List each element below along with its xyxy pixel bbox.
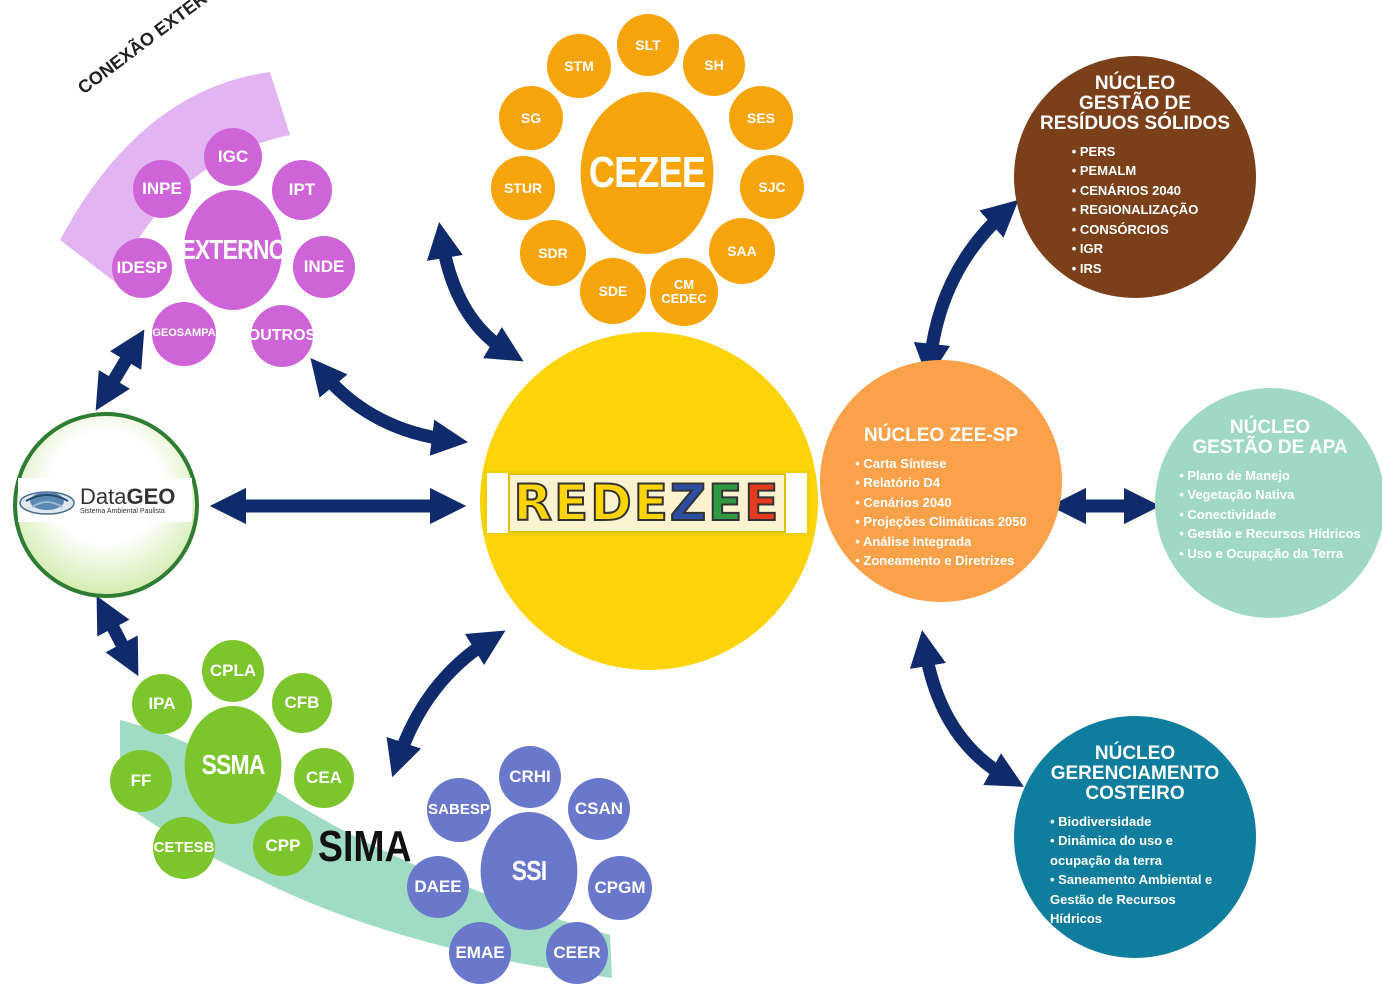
arrow-zee-costeiro (909, 630, 1024, 787)
cezee-sg[interactable]: SG (499, 86, 563, 150)
nucleo-residuos-item: CONSÓRCIOS (1072, 220, 1199, 240)
nucleo-apa-title: NÚCLEO GESTÃO DE APA (1192, 417, 1348, 458)
ssi-sabesp[interactable]: SABESP (427, 778, 491, 842)
cezee-slt[interactable]: SLT (617, 14, 679, 76)
redezee-logo-letter: E (743, 474, 781, 532)
datageo-subtitle: Sistema Ambiental Paulista (80, 507, 165, 515)
nucleo-costeiro-item: Saneamento Ambiental e Gestão de Recurso… (1050, 870, 1220, 929)
cezee-sdr[interactable]: SDR (520, 220, 586, 286)
nucleo-zee-item: Relatório D4 (855, 473, 1027, 493)
nucleo-zee-item: Cenários 2040 (855, 493, 1027, 513)
nucleo-residuos-item: REGIONALIZAÇÃO (1072, 200, 1198, 220)
cezee-cm-cedec[interactable]: CM CEDEC (650, 258, 718, 326)
nucleo-costeiro[interactable]: NÚCLEO GERENCIAMENTO COSTEIRO Biodiversi… (1014, 716, 1256, 958)
nucleo-zee-item: Zoneamento e Diretrizes (855, 551, 1027, 571)
nucleo-costeiro-title: NÚCLEO GERENCIAMENTO COSTEIRO (1050, 743, 1220, 804)
datageo-logo: DataGEO Sistema Ambiental Paulista (18, 478, 192, 522)
ssma-ipa[interactable]: IPA (132, 674, 192, 734)
connector-arrows (95, 199, 1161, 787)
nucleo-apa-item: Vegetação Nativa (1179, 485, 1361, 505)
externo-outros[interactable]: OUTROS (248, 305, 316, 367)
redezee-logo-letter: E (707, 474, 745, 532)
nucleo-residuos-item: CENÁRIOS 2040 (1072, 181, 1199, 201)
ssma-cpp[interactable]: CPP (253, 816, 313, 876)
nucleo-residuos-item: IGR (1072, 239, 1199, 259)
nucleo-apa-item: Uso e Ocupação da Terra (1179, 544, 1361, 564)
arrow-cezee-redezee (426, 222, 524, 362)
arrow-datageo-externo (95, 329, 145, 411)
datageo-name-bold: GEO (126, 483, 176, 509)
ssi-ceer[interactable]: CEER (546, 922, 608, 984)
ssi-crhi[interactable]: CRHI (499, 746, 561, 808)
ssma-ff[interactable]: FF (110, 750, 172, 812)
redezee-logo-letter: D (589, 474, 634, 532)
datageo-name-plain: Data (80, 483, 127, 509)
cezee-stm[interactable]: STM (547, 34, 611, 98)
nucleo-residuos-item: IRS (1072, 259, 1199, 279)
ssma-cea[interactable]: CEA (294, 748, 354, 808)
nucleo-costeiro-item: Biodiversidade (1050, 812, 1220, 832)
cezee-saa[interactable]: SAA (709, 218, 775, 284)
externo-inpe[interactable]: INPE (133, 160, 191, 218)
redezee-logo-letter: E (633, 474, 670, 532)
nucleo-costeiro-item: Dinâmica do uso e ocupação da terra (1050, 831, 1220, 870)
redezee-logo-letter: R (513, 474, 555, 532)
nucleo-costeiro-list: BiodiversidadeDinâmica do uso e ocupação… (1050, 812, 1220, 929)
arrow-ssi-redezee (386, 630, 506, 778)
nucleo-zee-sp[interactable]: NÚCLEO ZEE-SP Carta SínteseRelatório D4C… (820, 360, 1062, 602)
sima-label: SIMA (318, 822, 412, 871)
nucleo-residuos-item: PEMALM (1072, 161, 1199, 181)
ssi-emae[interactable]: EMAE (449, 922, 511, 984)
externo-hub[interactable]: EXTERNO (180, 190, 286, 310)
cezee-ses[interactable]: SES (729, 86, 793, 150)
cezee-sjc[interactable]: SJC (740, 155, 804, 219)
ssi-hub[interactable]: SSI (480, 812, 578, 930)
nucleo-zee-item: Projeções Climáticas 2050 (855, 512, 1026, 532)
externo-geosampa[interactable]: GEOSAMPA (152, 302, 216, 366)
arrow-datageo-ssma (96, 595, 139, 677)
nucleo-zee-list: Carta SínteseRelatório D4Cenários 2040Pr… (855, 454, 1027, 571)
datageo-globe-icon (19, 491, 75, 515)
externo-inde[interactable]: INDE (293, 236, 355, 298)
nucleo-apa[interactable]: NÚCLEO GESTÃO DE APA Plano de ManejoVege… (1155, 388, 1382, 618)
externo-igc[interactable]: IGC (204, 128, 262, 186)
ssma-cfb[interactable]: CFB (272, 673, 332, 733)
nucleo-residuos[interactable]: NÚCLEO GESTÃO DE RESÍDUOS SÓLIDOS PERSPE… (1014, 56, 1256, 298)
ssma-cpla[interactable]: CPLA (202, 640, 264, 702)
nucleo-residuos-list: PERSPEMALMCENÁRIOS 2040REGIONALIZAÇÃOCON… (1072, 142, 1199, 279)
nucleo-apa-item: Gestão e Recursos Hídricos (1179, 524, 1360, 544)
nucleo-apa-item: Conectividade (1179, 505, 1361, 525)
redezee-logo-letter: E (553, 474, 591, 532)
arrow-externo-redezee (310, 357, 469, 456)
nucleo-zee-item: Carta Síntese (855, 454, 1027, 474)
arrow-zee-residuos (913, 199, 1019, 381)
externo-ipt[interactable]: IPT (272, 160, 332, 220)
nucleo-residuos-item: PERS (1072, 142, 1199, 162)
ssma-hub[interactable]: SSMA (184, 706, 282, 824)
ssi-daee[interactable]: DAEE (407, 856, 469, 918)
ssma-cetesb[interactable]: CETESB (153, 817, 215, 879)
cezee-sh[interactable]: SH (683, 34, 745, 96)
nucleo-apa-list: Plano de ManejoVegetação NativaConectivi… (1179, 466, 1361, 564)
cezee-stur[interactable]: STUR (491, 156, 555, 220)
nucleo-zee-title: NÚCLEO ZEE-SP (863, 425, 1019, 446)
ssi-csan[interactable]: CSAN (568, 778, 630, 840)
externo-idesp[interactable]: IDESP (112, 238, 172, 298)
nucleo-zee-item: Análise Integrada (855, 532, 1027, 552)
nucleo-apa-item: Plano de Manejo (1179, 466, 1361, 486)
cezee-sde[interactable]: SDE (580, 258, 646, 324)
cezee-hub[interactable]: CEZEE (580, 92, 714, 254)
nucleo-residuos-title: NÚCLEO GESTÃO DE RESÍDUOS SÓLIDOS (1039, 73, 1231, 134)
ssi-cpgm[interactable]: CPGM (588, 856, 652, 920)
redezee-logo-letter: Z (669, 474, 709, 532)
